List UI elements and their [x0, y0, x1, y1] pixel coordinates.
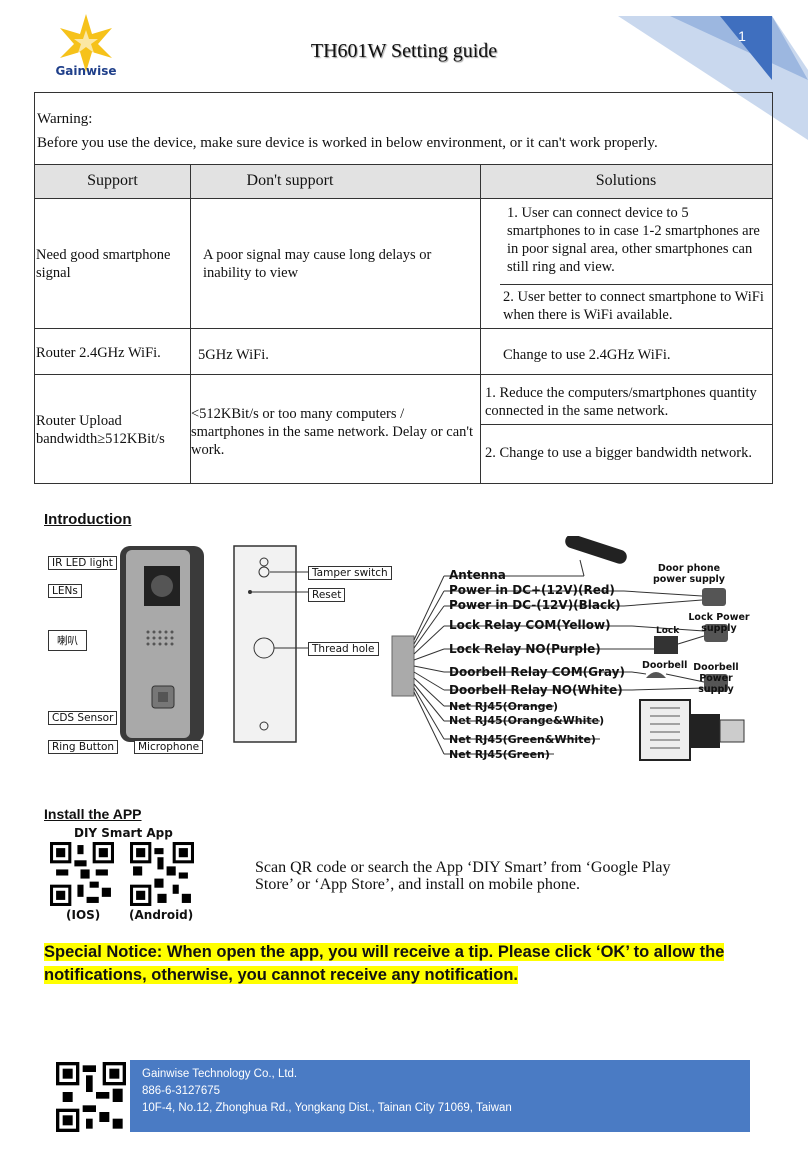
row3-solution-1: 1. Reduce the computers/smartphones quan…: [485, 385, 757, 419]
row1-solution-1: 1. User can connect device to 5 smartpho…: [507, 205, 760, 275]
wire-rj45-green: Net RJ45(Green): [449, 748, 550, 761]
header-solutions: Solutions: [595, 172, 657, 189]
wire-power-dc-minus: Power in DC-(12V)(Black): [449, 598, 621, 612]
page-number: 1: [738, 28, 746, 44]
label-microphone: Microphone: [134, 740, 204, 754]
footer-company: Gainwise Technology Co., Ltd.: [142, 1068, 298, 1080]
row2-dont-support: 5GHz WiFi.: [198, 347, 269, 363]
wire-doorbell-com: Doorbell Relay COM(Gray): [449, 665, 625, 679]
label-speaker: 喇叭: [48, 630, 87, 651]
label-lock-power: Lock Power supply: [688, 612, 750, 634]
qr-code-android: [130, 842, 194, 906]
row2-solution-1: Change to use 2.4GHz WiFi.: [503, 347, 671, 363]
wire-antenna: Antenna: [449, 568, 506, 582]
label-doorbell: Doorbell: [642, 660, 688, 671]
install-app-heading: Install the APP: [44, 806, 142, 822]
logo-text: Gainwise: [55, 64, 117, 78]
label-reset: Reset: [308, 588, 346, 602]
label-ir-led: IR LED light: [48, 556, 117, 570]
row2-support: Router 2.4GHz WiFi.: [36, 345, 161, 361]
label-ring-button: Ring Button: [48, 740, 119, 754]
row3-dont-support: <512KBit/s or too many computers / smart…: [191, 406, 474, 458]
wire-lock-no: Lock Relay NO(Purple): [449, 642, 601, 656]
row1-support: Need good smartphone signal: [36, 247, 171, 281]
label-thread-hole: Thread hole: [308, 642, 379, 656]
wire-rj45-green-white: Net RJ45(Green&White): [449, 733, 596, 746]
header-dont-support: Don't support: [246, 172, 334, 189]
wire-power-dc-plus: Power in DC+(12V)(Red): [449, 583, 615, 597]
label-tamper-switch: Tamper switch: [308, 566, 392, 580]
wire-lock-com: Lock Relay COM(Yellow): [449, 618, 611, 632]
qr-label-ios: (IOS): [66, 908, 101, 922]
wire-rj45-orange-white: Net RJ45(Orange&White): [449, 714, 605, 727]
row1-solution-2: 2. User better to connect smartphone to …: [503, 289, 764, 323]
label-lens: LENs: [48, 584, 82, 598]
notice-line1: Special Notice: When open the app, you w…: [44, 943, 725, 961]
warning-label: Warning:: [37, 111, 93, 127]
qr-title: DIY Smart App: [74, 826, 173, 840]
warning-text: Before you use the device, make sure dev…: [37, 135, 658, 151]
label-cds-sensor: CDS Sensor: [48, 711, 118, 725]
footer-phone: 886-6-3127675: [142, 1085, 221, 1097]
qr-label-android: (Android): [129, 908, 194, 922]
corner-decoration: [618, 16, 808, 140]
special-notice: Special Notice: When open the app, you w…: [44, 941, 764, 987]
qr-code-ios: [50, 842, 114, 906]
notice-line2: notifications, otherwise, you cannot rec…: [44, 966, 519, 984]
label-door-phone-power: Door phone power supply: [652, 563, 725, 585]
gainwise-logo: [60, 14, 112, 72]
install-instruction-line2: Store’ or ‘App Store’, and install on mo…: [255, 876, 580, 893]
label-doorbell-power: Doorbell Power supply: [693, 662, 739, 695]
page-title: TH601W Setting guide: [310, 40, 498, 62]
label-lock: Lock: [656, 626, 680, 636]
footer-bar: Gainwise Technology Co., Ltd. 886-6-3127…: [130, 1060, 750, 1132]
header-support: Support: [87, 172, 138, 189]
row1-dont-support: A poor signal may cause long delays or i…: [203, 247, 432, 281]
wire-rj45-orange: Net RJ45(Orange): [449, 700, 559, 713]
row3-solution-2: 2. Change to use a bigger bandwidth netw…: [485, 445, 752, 461]
requirements-table: Warning: Before you use the device, make…: [34, 92, 773, 484]
footer-address: 10F-4, No.12, Zhonghua Rd., Yongkang Dis…: [142, 1102, 512, 1114]
wire-doorbell-no: Doorbell Relay NO(White): [449, 683, 623, 697]
install-instruction-line1: Scan QR code or search the App ‘DIY Smar…: [255, 859, 671, 876]
wiring-diagram: [120, 536, 745, 761]
row3-support: Router Upload bandwidth≥512KBit/s: [36, 413, 165, 447]
warning-block: Warning: Before you use the device, make…: [37, 107, 772, 155]
introduction-heading: Introduction: [44, 511, 132, 528]
footer-qr-code: [56, 1062, 126, 1132]
